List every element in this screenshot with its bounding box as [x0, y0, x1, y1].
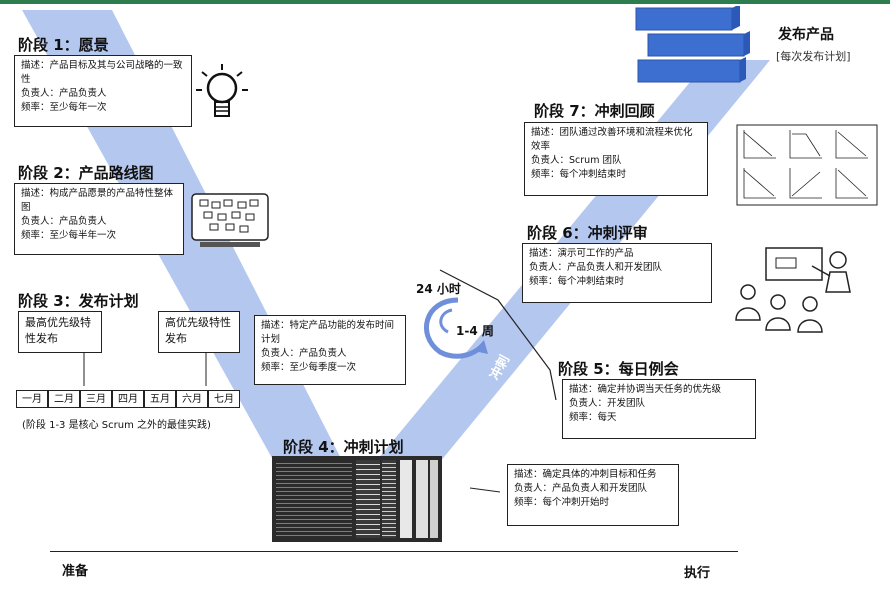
- stage-2-box: 描述：构成产品愿景的产品特性整体图 负责人：产品负责人 频率：至少每半年一次: [14, 183, 184, 255]
- lightbulb-icon: [196, 64, 248, 117]
- board-icon: [191, 193, 269, 247]
- stage-4-box: 描述：确定具体的冲刺目标和任务 负责人：产品负责人和开发团队 频率：每个冲刺开始…: [507, 464, 679, 526]
- month-4: 四月: [112, 390, 144, 408]
- release-box-highest: 最高优先级特性发布: [18, 311, 102, 353]
- sprint-backlog-table-icon: [272, 456, 442, 542]
- stage-5-title: 阶段 5：每日例会: [558, 360, 679, 378]
- release-connectors: [83, 353, 207, 386]
- stage-3-title: 阶段 3：发布计划: [18, 292, 139, 310]
- stage-7-title: 阶段 7：冲刺回顾: [534, 102, 655, 120]
- presentation-icon: [735, 247, 851, 333]
- month-1: 一月: [16, 390, 48, 408]
- stage-6-title: 阶段 6：冲刺评审: [527, 224, 648, 242]
- stage-2-title: 阶段 2：产品路线图: [18, 164, 154, 182]
- stage-5-box: 描述：确定并协调当天任务的优先级 负责人：开发团队 频率：每天: [562, 379, 756, 439]
- month-5: 五月: [144, 390, 176, 408]
- axis-right-label: 执行: [684, 566, 711, 581]
- stage-1-title: 阶段 1：愿景: [18, 36, 109, 54]
- stage-4-title: 阶段 4：冲刺计划: [283, 438, 404, 456]
- axis-line: [50, 551, 738, 552]
- stage-1-box: 描述：产品目标及其与公司战略的一致性 负责人：产品负责人 频率：至少每年一次: [14, 55, 192, 127]
- top-accent-line: [0, 0, 890, 4]
- cycle-24h-label: 24 小时: [416, 282, 461, 296]
- cycle-weeks-label: 1-4 周: [456, 324, 494, 338]
- stage-6-box: 描述：演示可工作的产品 负责人：产品负责人和开发团队 频率：每个冲刺结束时: [522, 243, 712, 303]
- month-timeline: 一月 二月 三月 四月 五月 六月 七月: [16, 390, 240, 410]
- axis-left-label: 准备: [62, 564, 89, 579]
- burndown-icon: [736, 124, 878, 206]
- stacked-blocks-icon: [635, 6, 750, 83]
- month-7: 七月: [208, 390, 240, 408]
- release-box-high: 高优先级特性发布: [158, 311, 240, 353]
- stage-3-box: 描述：特定产品功能的发布时间计划 负责人：产品负责人 频率：至少每季度一次: [254, 315, 406, 385]
- stage-7-box: 描述：团队通过改善环境和流程来优化效率 负责人：Scrum 团队 频率：每个冲刺…: [524, 122, 708, 196]
- release-title: 发布产品: [778, 27, 834, 43]
- release-subtitle: [每次发布计划]: [776, 50, 851, 63]
- month-6: 六月: [176, 390, 208, 408]
- stage-1-3-note: (阶段 1-3 是核心 Scrum 之外的最佳实践): [22, 420, 211, 431]
- month-3: 三月: [80, 390, 112, 408]
- month-2: 二月: [48, 390, 80, 408]
